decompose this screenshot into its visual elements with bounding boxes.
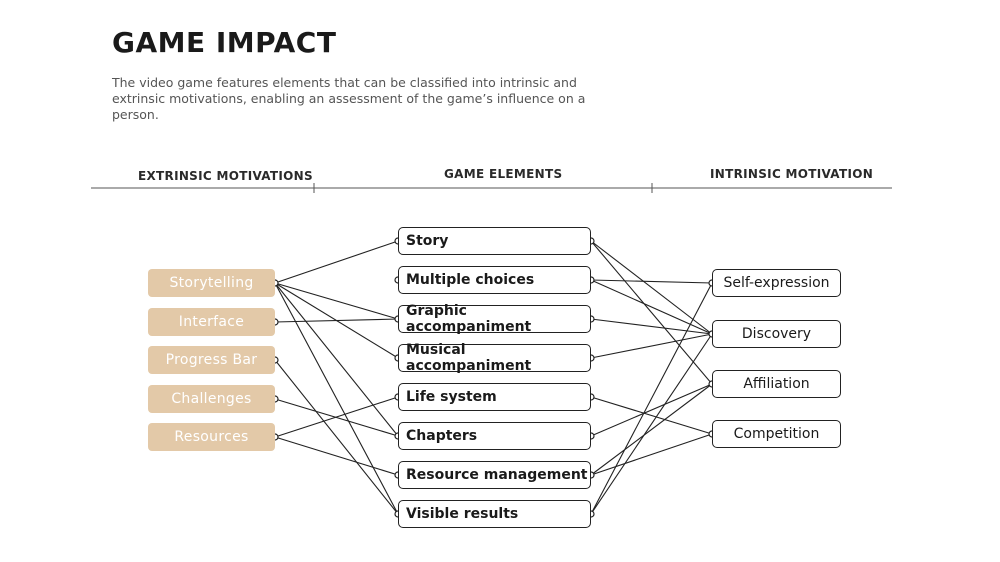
- link-chapters-to-affiliation: [590, 383, 713, 437]
- link-storytelling-to-chapters: [274, 282, 399, 437]
- extrinsic-box-storytelling: Storytelling: [148, 269, 275, 297]
- header-intrinsic-motivation: INTRINSIC MOTIVATION: [710, 167, 874, 181]
- link-visible-results-to-discovery: [590, 333, 713, 515]
- game-element-box-graphic-accompaniment: Graphic accompaniment: [398, 303, 591, 335]
- game-element-box-visible-results: Visible results: [398, 500, 591, 528]
- link-visible-results-to-self-expression: [590, 282, 713, 515]
- link-resources-to-life-system: [274, 396, 399, 438]
- link-graphic-accompaniment-to-discovery: [590, 318, 713, 335]
- header-extrinsic-motivations: EXTRINSIC MOTIVATIONS: [138, 169, 313, 183]
- link-resource-management-to-affiliation: [590, 383, 713, 476]
- game-element-box-musical-accompaniment: Musical accompaniment: [398, 342, 591, 374]
- page-title: GAME IMPACT: [112, 26, 337, 59]
- link-story-to-affiliation: [590, 240, 713, 385]
- link-interface-to-graphic-accompaniment: [274, 318, 399, 323]
- game-element-box-resource-management: Resource management: [398, 461, 591, 489]
- intrinsic-box-self-expression: Self-expression: [712, 269, 841, 297]
- link-musical-accompaniment-to-discovery: [590, 333, 713, 359]
- link-story-to-discovery: [590, 240, 713, 335]
- extrinsic-box-resources: Resources: [148, 423, 275, 451]
- link-resources-to-resource-management: [274, 436, 399, 476]
- link-progress-bar-to-visible-results: [274, 359, 399, 515]
- header-game-elements: GAME ELEMENTS: [444, 167, 563, 181]
- link-resource-management-to-competition: [590, 433, 713, 476]
- intrinsic-box-competition: Competition: [712, 420, 841, 448]
- extrinsic-box-interface: Interface: [148, 308, 275, 336]
- game-element-box-multiple-choices: Multiple choices: [398, 266, 591, 294]
- link-life-system-to-competition: [590, 396, 713, 435]
- intrinsic-box-affiliation: Affiliation: [712, 370, 841, 398]
- link-storytelling-to-visible-results: [274, 282, 399, 515]
- page-subtitle: The video game features elements that ca…: [112, 75, 586, 122]
- link-multiple-choices-to-self-expression: [590, 279, 713, 284]
- link-storytelling-to-graphic-accompaniment: [274, 282, 399, 320]
- game-element-box-chapters: Chapters: [398, 422, 591, 450]
- intrinsic-box-discovery: Discovery: [712, 320, 841, 348]
- link-multiple-choices-to-discovery: [590, 279, 713, 335]
- extrinsic-box-progress-bar: Progress Bar: [148, 346, 275, 374]
- extrinsic-box-challenges: Challenges: [148, 385, 275, 413]
- game-element-box-life-system: Life system: [398, 383, 591, 411]
- game-element-box-story: Story: [398, 227, 591, 255]
- link-storytelling-to-story: [274, 240, 399, 284]
